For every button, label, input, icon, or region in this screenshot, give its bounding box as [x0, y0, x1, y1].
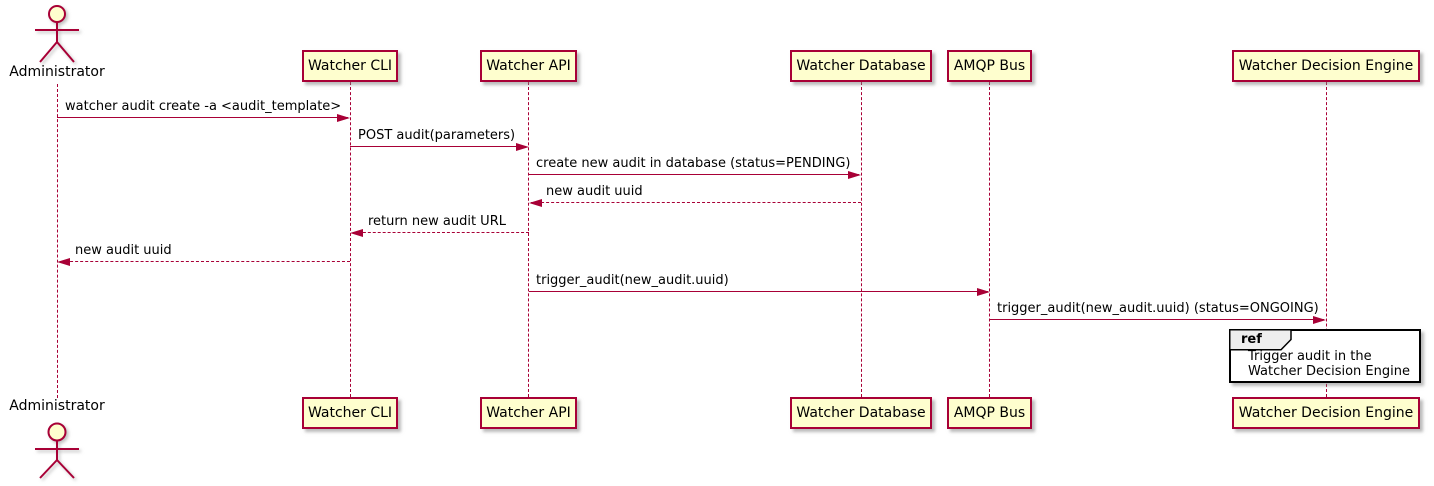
participant-watcher-cli-top: Watcher CLI	[302, 50, 398, 82]
message-3-label: create new audit in database (status=PEN…	[536, 156, 851, 171]
message-6-label: new audit uuid	[75, 243, 172, 258]
administrator-actor-icon-bottom	[35, 422, 79, 479]
participant-watcher-cli-bottom: Watcher CLI	[302, 397, 398, 429]
ref-fragment: ref Trigger audit in the Watcher Decisio…	[1229, 329, 1421, 383]
participant-watcher-decision-engine-bottom: Watcher Decision Engine	[1232, 397, 1420, 429]
message-1-label: watcher audit create -a <audit_template>	[65, 99, 342, 114]
participant-watcher-api-bottom: Watcher API	[480, 397, 577, 429]
message-6-line	[59, 261, 350, 263]
message-4-arrowhead-icon	[528, 198, 542, 207]
message-5-label: return new audit URL	[368, 214, 506, 229]
message-7-line	[528, 291, 988, 293]
message-4-label: new audit uuid	[546, 184, 643, 199]
message-3-arrowhead-icon	[848, 170, 861, 179]
participant-amqp-bus-top: AMQP Bus	[947, 50, 1032, 82]
message-2-label: POST audit(parameters)	[358, 128, 516, 143]
ref-text-line-2: Watcher Decision Engine	[1248, 364, 1410, 379]
message-2-line	[350, 146, 526, 148]
actor-administrator-label-bottom: Administrator	[9, 398, 105, 414]
administrator-actor-icon-top	[35, 5, 79, 63]
participant-watcher-database-bottom: Watcher Database	[790, 397, 932, 429]
message-5-line	[352, 232, 529, 234]
lifeline-watcher-decision-engine	[1325, 82, 1327, 397]
participant-watcher-database-top: Watcher Database	[790, 50, 932, 82]
ref-text-line-1: Trigger audit in the	[1248, 349, 1372, 364]
message-7-arrowhead-icon	[976, 287, 990, 296]
message-3-line	[528, 174, 859, 176]
lifeline-watcher-cli	[349, 82, 351, 397]
ref-label: ref	[1241, 332, 1262, 347]
message-7-label: trigger_audit(new_audit.uuid)	[536, 273, 729, 288]
participant-amqp-bus-bottom: AMQP Bus	[947, 397, 1032, 429]
message-4-line	[531, 202, 861, 204]
lifeline-administrator	[56, 84, 58, 398]
lifeline-watcher-database	[860, 82, 862, 397]
message-8-arrowhead-icon	[1313, 315, 1326, 324]
message-1-arrowhead-icon	[337, 113, 350, 122]
message-8-line	[989, 319, 1324, 321]
lifeline-watcher-api	[528, 82, 529, 397]
ref-tab-icon	[1229, 329, 1292, 351]
message-8-label: trigger_audit(new_audit.uuid) (status=ON…	[997, 301, 1319, 316]
message-2-arrowhead-icon	[515, 142, 529, 151]
participant-watcher-decision-engine-top: Watcher Decision Engine	[1232, 50, 1420, 82]
participant-watcher-api-top: Watcher API	[480, 50, 577, 82]
actor-administrator-label-top: Administrator	[9, 64, 105, 80]
message-1-line	[57, 117, 348, 119]
lifeline-amqp-bus	[989, 82, 990, 397]
message-6-arrowhead-icon	[57, 257, 70, 266]
message-5-arrowhead-icon	[350, 228, 363, 237]
